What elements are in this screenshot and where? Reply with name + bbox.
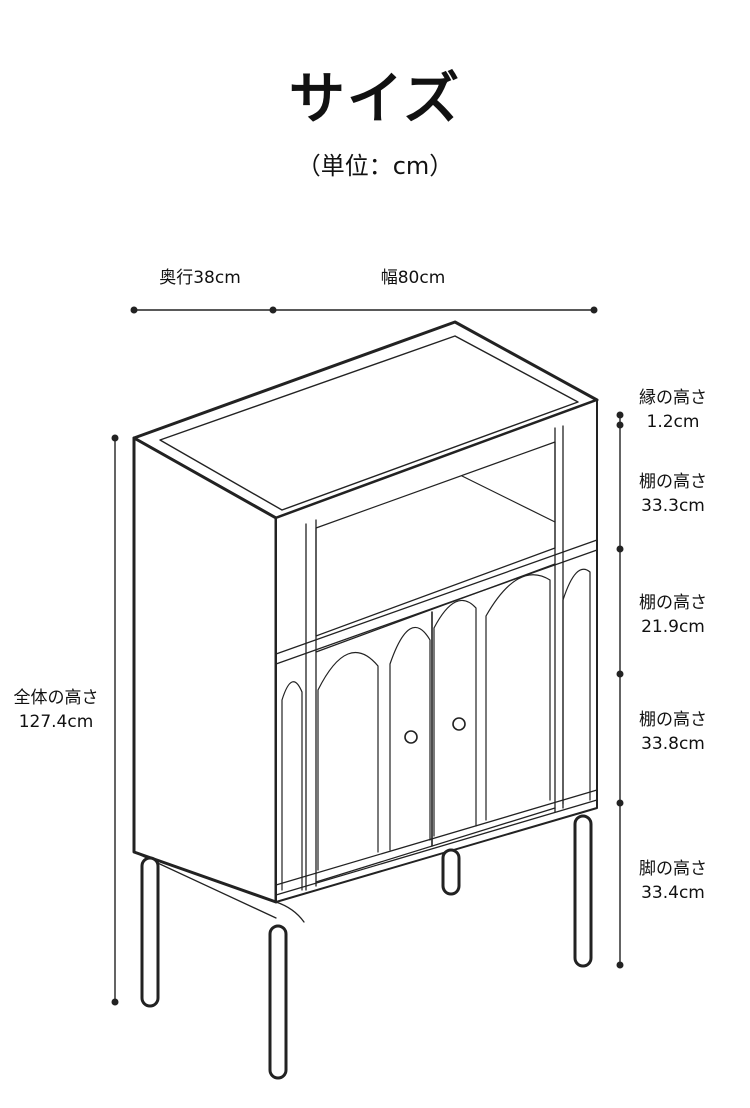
shelf1-height-label: 棚の高さ 33.3cm bbox=[628, 470, 718, 518]
shelf3-height-label: 棚の高さ 33.8cm bbox=[628, 708, 718, 756]
shelf3-height-value: 33.8cm bbox=[641, 734, 705, 754]
leg-height-name: 脚の高さ bbox=[639, 859, 707, 879]
leg-height-value: 33.4cm bbox=[641, 883, 705, 903]
door-knob-right bbox=[452, 717, 466, 731]
overall-height-name: 全体の高さ bbox=[13, 688, 99, 708]
leg-front-left bbox=[268, 924, 288, 1080]
cabinet-legs bbox=[140, 814, 593, 1080]
shelf3-height-name: 棚の高さ bbox=[639, 710, 707, 730]
shelf1-height-name: 棚の高さ bbox=[639, 472, 707, 492]
cabinet-front-frame bbox=[275, 399, 598, 903]
door-knob-left bbox=[404, 730, 418, 744]
cabinet-side-panel bbox=[132, 436, 278, 904]
overall-height-label: 全体の高さ 127.4cm bbox=[0, 686, 112, 734]
depth-label: 奥行38cm bbox=[159, 268, 241, 288]
rim-height-label: 縁の高さ 1.2cm bbox=[628, 386, 718, 434]
width-label: 幅80cm bbox=[380, 268, 446, 288]
top-rim-inner bbox=[159, 335, 579, 511]
rim-height-name: 縁の高さ bbox=[639, 388, 707, 408]
rim-height-value: 1.2cm bbox=[646, 412, 700, 432]
overall-height-value: 127.4cm bbox=[18, 712, 94, 732]
leg-back-left bbox=[140, 856, 160, 1008]
shelf2-height-label: 棚の高さ 21.9cm bbox=[628, 591, 718, 639]
shelf2-height-name: 棚の高さ bbox=[639, 593, 707, 613]
unit-subtitle: （単位：cm） bbox=[296, 152, 454, 180]
page-title: サイズ bbox=[288, 67, 462, 132]
leg-front-right bbox=[573, 814, 593, 968]
shelf2-height-value: 21.9cm bbox=[641, 617, 705, 637]
leg-back-mid bbox=[441, 848, 461, 896]
leg-height-label: 脚の高さ 33.4cm bbox=[628, 857, 718, 905]
shelf1-height-value: 33.3cm bbox=[641, 496, 705, 516]
dimension-lines bbox=[111, 306, 624, 1006]
